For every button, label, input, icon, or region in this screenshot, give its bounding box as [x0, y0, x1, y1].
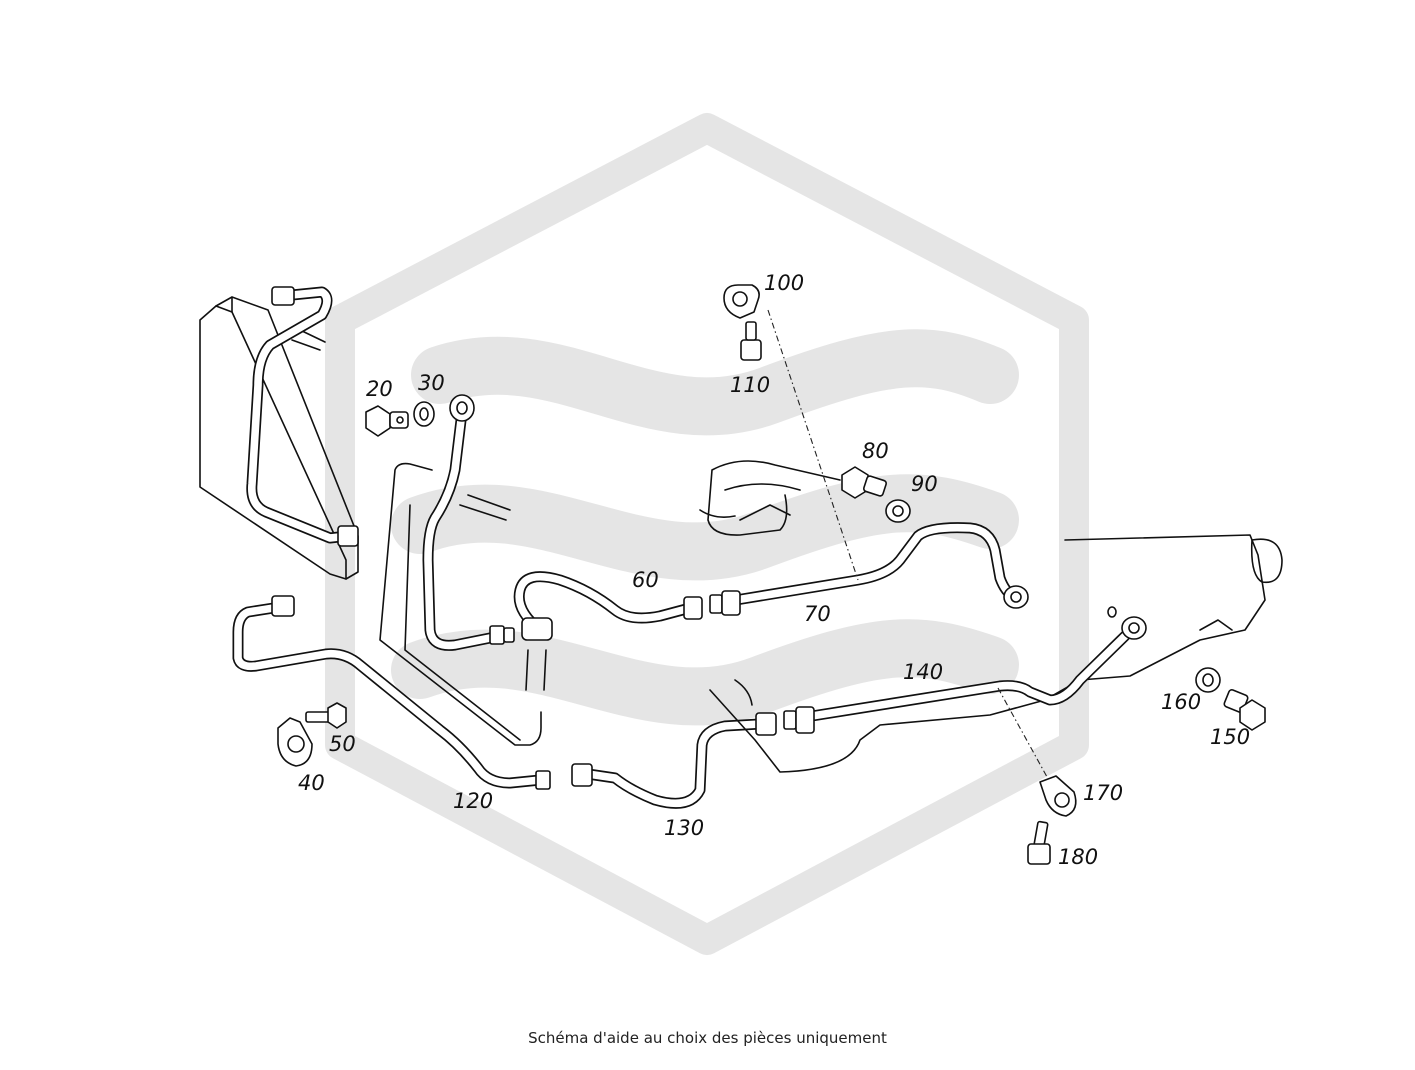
part-70-pipe	[709, 522, 1029, 616]
label-110: 110	[730, 373, 770, 397]
part-80-banjo-bolt	[841, 466, 888, 499]
disclaimer-caption: Schéma d'aide au choix des pièces unique…	[528, 1029, 887, 1047]
pipe-left-vertical	[422, 394, 515, 651]
label-40: 40	[298, 771, 325, 795]
label-140: 140	[903, 660, 943, 684]
label-160: 160	[1161, 690, 1201, 714]
part-150-banjo-bolt	[1223, 689, 1266, 731]
label-120: 120	[453, 789, 493, 813]
part-120-pipe	[232, 595, 551, 790]
label-50: 50	[329, 732, 356, 756]
label-30: 30	[418, 371, 445, 395]
part-40-clamp	[277, 717, 313, 767]
frame-panel	[379, 462, 547, 746]
label-170: 170	[1083, 781, 1123, 805]
part-90-washer	[885, 499, 911, 523]
engine-bracket	[699, 460, 841, 536]
part-110-screw	[740, 321, 762, 361]
part-20-banjo-bolt	[365, 405, 409, 437]
label-100: 100	[764, 271, 804, 295]
label-180: 180	[1058, 845, 1098, 869]
part-160-washer	[1195, 667, 1221, 693]
oil-cooler	[199, 296, 359, 580]
part-60-pipe	[513, 571, 703, 641]
label-130: 130	[664, 816, 704, 840]
label-150: 150	[1210, 725, 1250, 749]
label-90: 90	[911, 472, 938, 496]
part-50-screw	[305, 702, 347, 729]
part-180-screw	[1027, 820, 1051, 865]
label-60: 60	[632, 568, 659, 592]
watermark-logo	[325, 113, 1089, 955]
part-30-washer	[413, 401, 435, 427]
part-130-pipe	[571, 712, 777, 809]
pipe-cooler	[246, 286, 359, 547]
part-140-pipe	[783, 606, 1147, 734]
label-70: 70	[804, 602, 831, 626]
transmission-housing	[709, 534, 1283, 773]
label-20: 20	[366, 377, 393, 401]
part-100-clamp	[723, 284, 760, 319]
leader-line-170	[997, 687, 1053, 787]
label-80: 80	[862, 439, 889, 463]
part-170-clamp	[1039, 775, 1077, 817]
